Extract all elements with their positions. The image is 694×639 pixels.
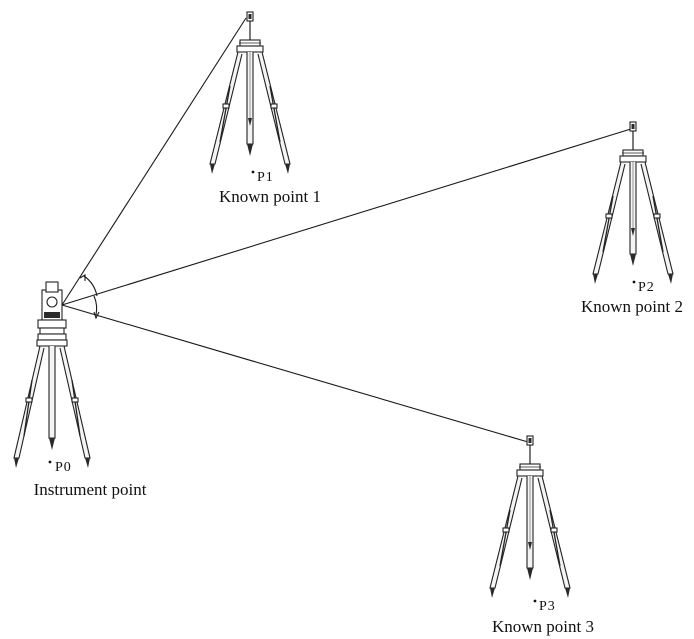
angle-arc-1 xyxy=(83,275,98,297)
angle-arc-2 xyxy=(93,295,98,316)
prism-tripod-icon xyxy=(592,121,674,285)
point-p1-labels: P1 Known point 1 xyxy=(219,170,321,206)
point-p2-labels: P2 Known point 2 xyxy=(581,280,683,316)
point-p0-labels: P0 Instrument point xyxy=(34,460,147,499)
sight-line-p1 xyxy=(61,17,247,306)
point-label-p3: Known point 3 xyxy=(492,617,594,636)
prism-tripod-icon xyxy=(489,435,571,599)
point-id-p1: P1 xyxy=(257,170,274,185)
total-station-tripod-icon xyxy=(13,281,91,468)
prism-tripod-p3 xyxy=(489,435,571,599)
point-p3-labels: P3 Known point 3 xyxy=(492,599,594,636)
point-label-p2: Known point 2 xyxy=(581,297,683,316)
point-id-p0: P0 xyxy=(55,460,72,475)
angle-arcs xyxy=(79,274,100,320)
point-label-p1: Known point 1 xyxy=(219,187,321,206)
sight-line-p3 xyxy=(61,304,529,443)
point-label-p0: Instrument point xyxy=(34,480,147,499)
point-marker-p3 xyxy=(533,599,537,603)
prism-tripod-p2 xyxy=(592,121,674,285)
sight-lines xyxy=(61,17,635,443)
sight-line-p2 xyxy=(61,127,635,306)
point-marker-p1 xyxy=(251,170,255,174)
prism-tripod-icon xyxy=(209,11,291,175)
point-id-p2: P2 xyxy=(638,280,655,295)
point-id-p3: P3 xyxy=(539,599,556,614)
prism-tripod-p1 xyxy=(209,11,291,175)
point-marker-p0 xyxy=(48,460,52,464)
point-marker-p2 xyxy=(632,280,636,284)
instrument-tripod-p0 xyxy=(13,281,91,468)
